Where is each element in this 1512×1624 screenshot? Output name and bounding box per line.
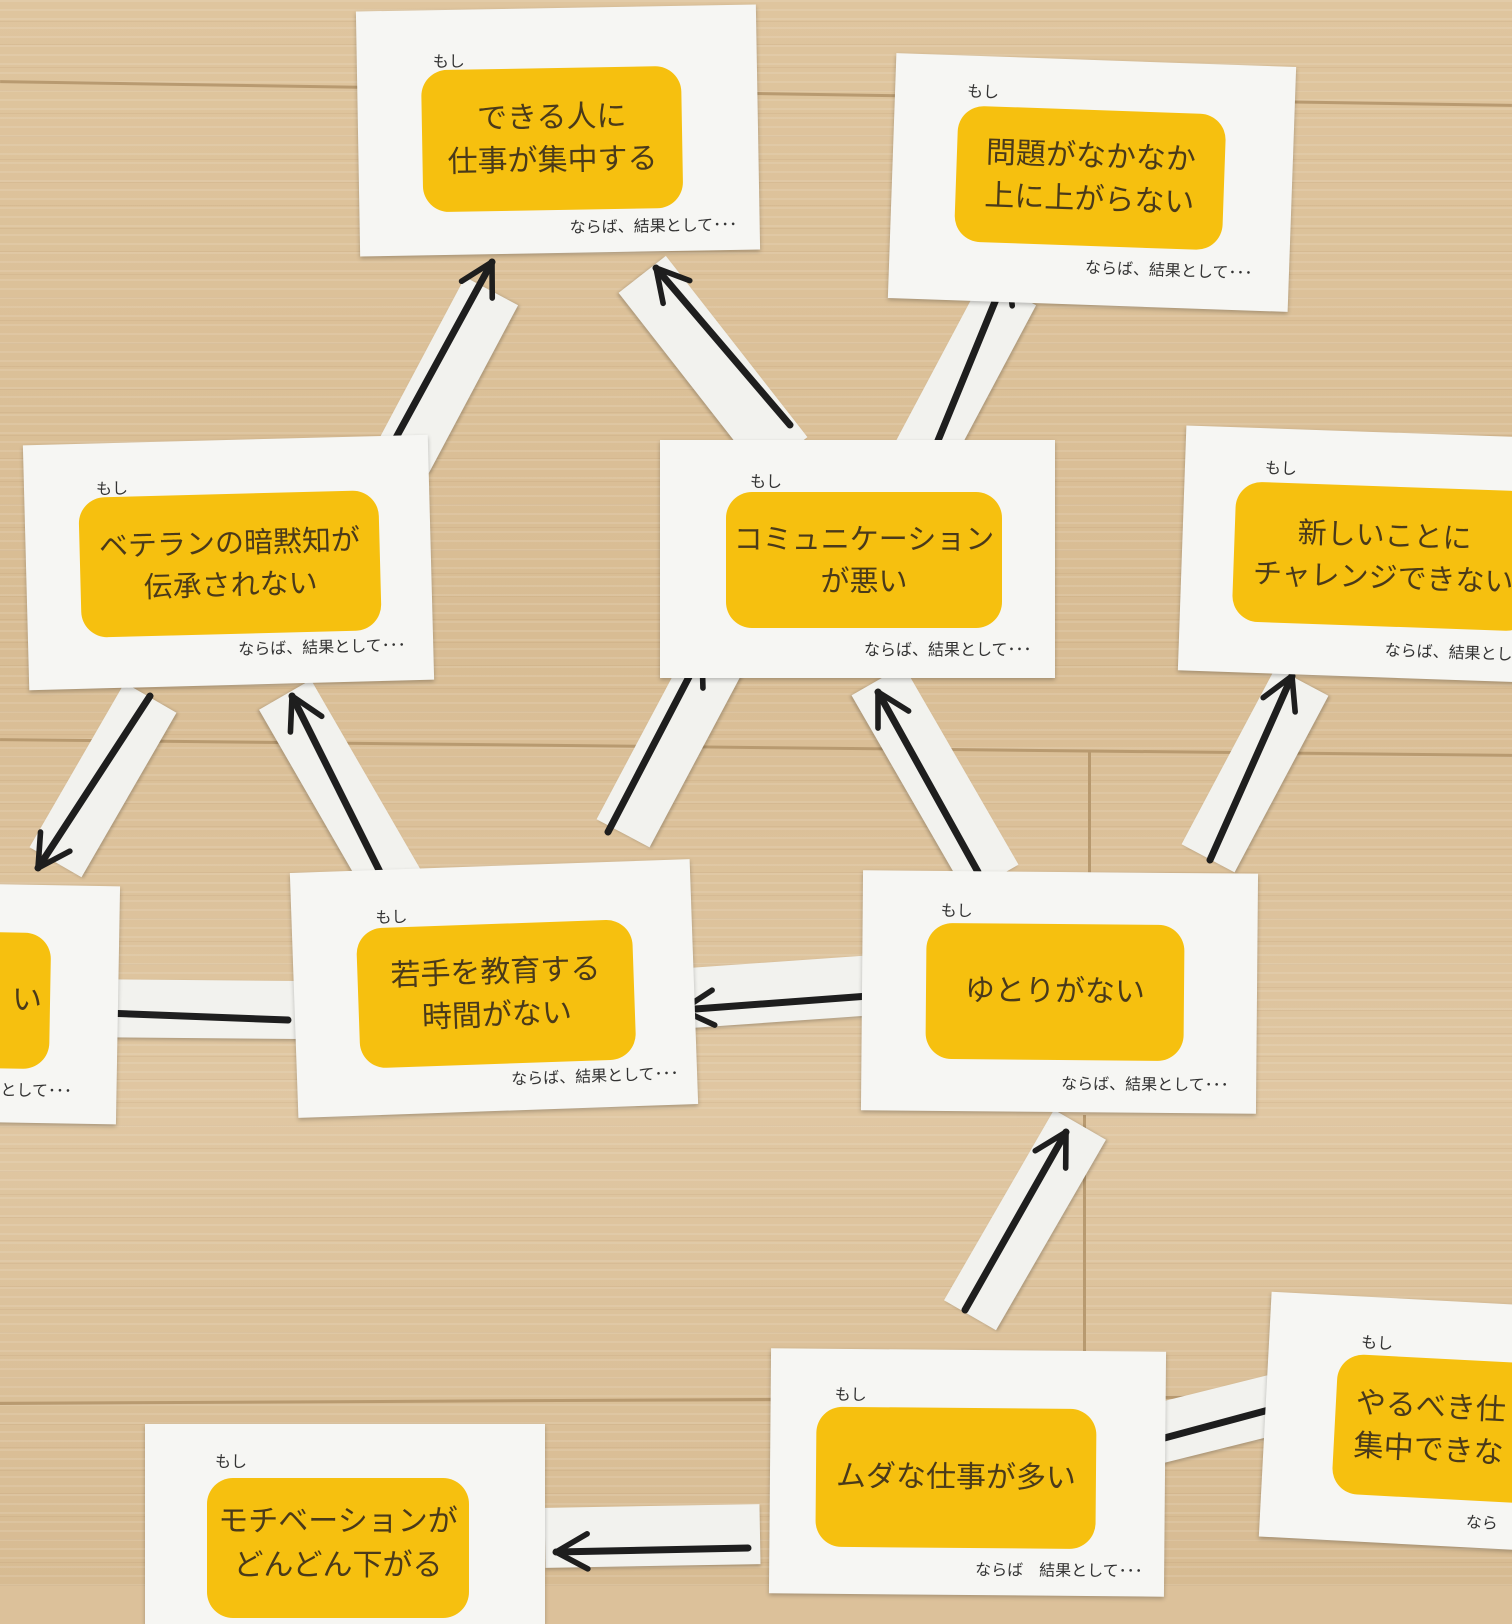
cause-label: ムダな仕事が多い bbox=[815, 1406, 1097, 1550]
moshi-label: もし bbox=[1264, 458, 1298, 479]
cause-label: ゆとりがない bbox=[925, 922, 1185, 1062]
moshi-label: もし bbox=[1360, 1332, 1394, 1354]
cause-card[interactable]: もし やるべき仕 集中できな なら bbox=[1258, 1291, 1512, 1554]
cause-label: ベテランの暗黙知が 伝承されない bbox=[78, 490, 382, 638]
then-label: ならば、結果として･･･ bbox=[569, 214, 738, 237]
then-label: ならば、結果として･･･ bbox=[238, 635, 406, 659]
cause-card[interactable]: もし 新しいことに チャレンジできない ならば、結果として･･･ bbox=[1177, 425, 1512, 684]
cause-label: 問題がなかなか 上に上がらない bbox=[953, 105, 1227, 251]
floor-seam bbox=[1088, 752, 1091, 882]
cause-label: い bbox=[0, 931, 52, 1070]
moshi-label: もし bbox=[834, 1384, 867, 1405]
moshi-label: もし bbox=[432, 51, 465, 72]
then-label: ならば、結果として･･･ bbox=[510, 1063, 679, 1089]
floor-seam bbox=[1083, 1115, 1086, 1355]
then-label: ならば 結果として･･･ bbox=[975, 1560, 1143, 1581]
then-label: ならば、結果として･･･ bbox=[1384, 640, 1512, 666]
cause-card[interactable]: もし モチベーションが どんどん下がる bbox=[145, 1424, 545, 1624]
cause-card[interactable]: もし 若手を教育する 時間がない ならば、結果として･･･ bbox=[289, 859, 699, 1118]
cause-label: 若手を教育する 時間がない bbox=[355, 919, 637, 1069]
moshi-label: もし bbox=[750, 472, 783, 491]
cause-card[interactable]: もし 問題がなかなか 上に上がらない ならば、結果として･･･ bbox=[887, 53, 1297, 312]
then-label: なら bbox=[1465, 1512, 1499, 1533]
cause-label: やるべき仕 集中できな bbox=[1331, 1353, 1512, 1506]
moshi-label: もし bbox=[215, 1452, 248, 1471]
moshi-label: もし bbox=[940, 900, 973, 921]
cause-card[interactable]: もし できる人に 仕事が集中する ならば、結果として･･･ bbox=[355, 4, 761, 257]
arrow-strip bbox=[544, 1504, 761, 1568]
cause-card[interactable]: い として･･･ bbox=[0, 883, 121, 1125]
moshi-label: もし bbox=[375, 906, 408, 928]
then-label: ならば、結果として･･･ bbox=[1084, 257, 1253, 283]
cause-label: 新しいことに チャレンジできない bbox=[1231, 481, 1512, 632]
cause-card[interactable]: もし コミュニケーション が悪い ならば、結果として･･･ bbox=[660, 440, 1055, 678]
moshi-label: もし bbox=[966, 81, 1000, 102]
cause-card[interactable]: もし ムダな仕事が多い ならば 結果として･･･ bbox=[768, 1348, 1167, 1597]
then-label: として･･･ bbox=[0, 1080, 73, 1101]
cause-card[interactable]: もし ゆとりがない ならば、結果として･･･ bbox=[860, 870, 1259, 1114]
cause-card[interactable]: もし ベテランの暗黙知が 伝承されない ならば、結果として･･･ bbox=[22, 434, 435, 691]
then-label: ならば、結果として･･･ bbox=[1061, 1074, 1229, 1095]
then-label: ならば、結果として･･･ bbox=[864, 640, 1032, 659]
cause-label: できる人に 仕事が集中する bbox=[420, 65, 684, 213]
cause-label: コミュニケーション が悪い bbox=[726, 492, 1002, 628]
cause-label: モチベーションが どんどん下がる bbox=[207, 1478, 469, 1618]
